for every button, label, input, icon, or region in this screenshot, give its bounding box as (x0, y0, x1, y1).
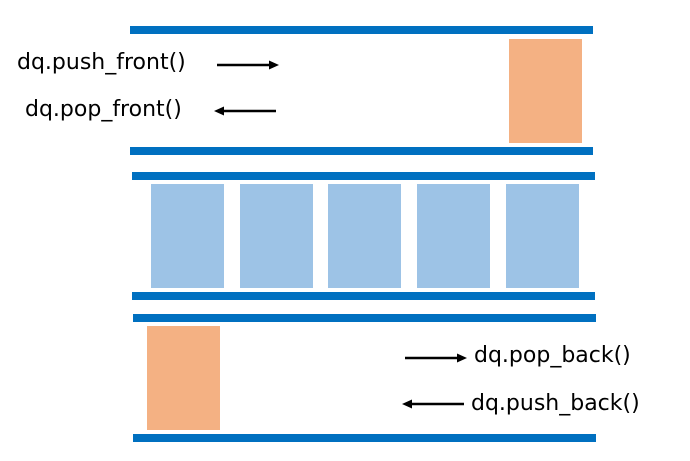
pop-back-label: dq.pop_back() (474, 343, 631, 368)
deque-element-block (240, 184, 313, 288)
push-front-label: dq.push_front() (17, 50, 186, 75)
bottom-panel-lower-rail (133, 434, 596, 442)
front-element-block (509, 39, 582, 143)
back-element-block (147, 326, 220, 430)
pop-back-arrow-head (457, 353, 467, 363)
top-panel-lower-rail (130, 147, 593, 155)
pop-front-label: dq.pop_front() (25, 97, 182, 122)
pop-back-arrow (405, 353, 467, 363)
deque-element-block (328, 184, 401, 288)
top-panel-upper-rail (130, 26, 593, 34)
deque-element-block (417, 184, 490, 288)
pop-front-arrow (214, 106, 276, 116)
push-back-arrow-head (402, 399, 412, 409)
push-back-label: dq.push_back() (471, 391, 640, 416)
deque-element-block (506, 184, 579, 288)
middle-panel-lower-rail (132, 292, 595, 300)
push-front-arrow-head (269, 60, 279, 70)
deque-element-block (151, 184, 224, 288)
bottom-panel-upper-rail (133, 314, 596, 322)
middle-panel-upper-rail (132, 172, 595, 180)
pop-front-arrow-head (214, 106, 224, 116)
push-front-arrow (217, 60, 279, 70)
push-back-arrow (402, 399, 464, 409)
